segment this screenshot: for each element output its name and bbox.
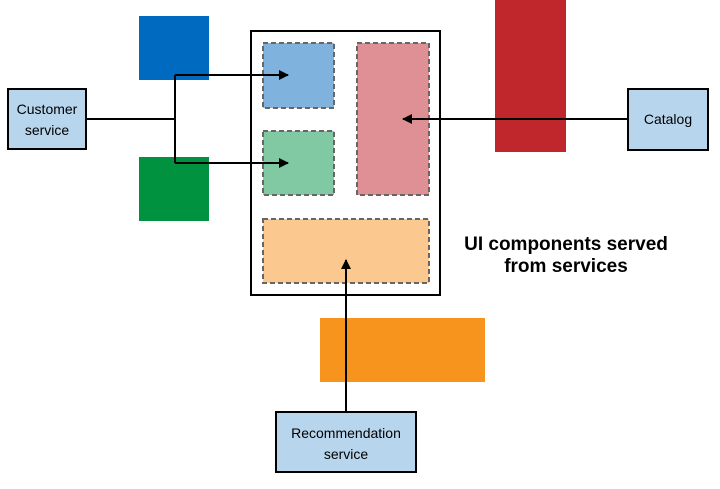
catalog-service-label: Catalog: [644, 111, 692, 127]
customer-service-label-line2: service: [25, 122, 70, 138]
catalog-red-block: [495, 0, 566, 152]
recommendation-orange-block: [320, 318, 485, 382]
caption-line2: from services: [504, 256, 628, 277]
recommendation-service-label-line1: Recommendation: [291, 425, 401, 441]
caption-line1: UI components served: [464, 234, 668, 255]
catalog-service-node: Catalog: [627, 88, 709, 151]
customer-blue-block: [139, 16, 209, 80]
recommendation-service-node: Recommendation service: [275, 411, 417, 473]
customer-green-block: [139, 157, 209, 221]
customer-service-node: Customer service: [7, 88, 87, 150]
customer-service-label-line1: Customer: [17, 101, 78, 117]
recommendation-service-label-line2: service: [324, 446, 369, 462]
